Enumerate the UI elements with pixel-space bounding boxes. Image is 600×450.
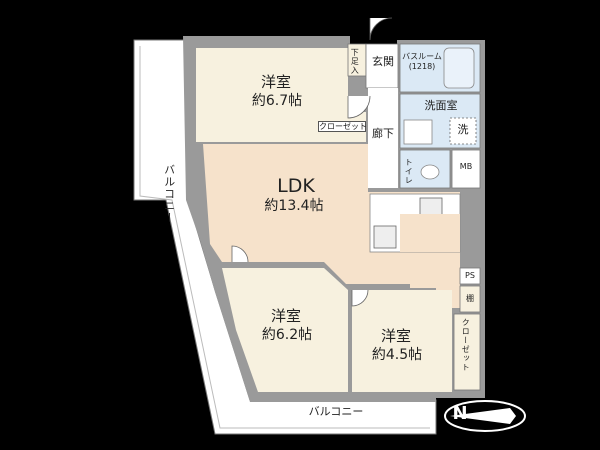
door-swing: [369, 17, 393, 41]
balcony-rail: [139, 46, 430, 429]
washroom-label: 洗面室: [424, 99, 458, 112]
ps-area: [459, 267, 481, 285]
kitchen-island: [400, 214, 460, 252]
hallway-area: [368, 88, 398, 188]
bathroom-label: バスルーム: [402, 52, 442, 61]
closet-top-label: クローゼット: [318, 121, 367, 133]
mb-area: [451, 149, 481, 189]
room-western-3-name: 洋室: [380, 327, 411, 345]
room-western-2-name: 洋室: [270, 307, 301, 325]
room-western-1-size: 約6.7帖: [251, 93, 303, 109]
room-ldk: [203, 144, 460, 308]
entrance-label: 玄関: [372, 55, 394, 68]
balcony-left-label: バルコニー: [162, 164, 176, 224]
kitchen-sink: [373, 225, 397, 249]
room-ldk-size: 約13.4帖: [264, 198, 324, 214]
toilet-label: トイレ: [404, 158, 414, 185]
room-ldk-name: LDK: [277, 175, 315, 197]
mb-label: MB: [459, 162, 473, 171]
room-western-3-size: 約4.5帖: [371, 347, 423, 363]
washer-label: 洗: [457, 123, 469, 136]
door-swing: [347, 95, 371, 119]
washer-space: [449, 117, 477, 145]
compass-north-letter: N: [452, 403, 468, 424]
toilet-bowl: [420, 164, 440, 180]
closet-right-label: クローゼット: [461, 318, 471, 372]
shoe-storage-label: 下足入: [350, 48, 360, 75]
room-western-2: [222, 268, 348, 392]
bathroom-size-label: (1218): [408, 62, 436, 71]
room-western-3: [352, 290, 452, 392]
ps-label: PS: [465, 271, 475, 280]
compass-ring: [444, 400, 526, 432]
door-swing: [231, 245, 249, 263]
room-western-2-size: 約6.2帖: [261, 327, 313, 343]
bathtub: [443, 47, 475, 89]
door-swing: [351, 289, 369, 307]
compass-arrow-icon: [450, 408, 516, 424]
hallway-label: 廊下: [372, 127, 394, 140]
balcony-bottom-label: バルコニー: [308, 405, 364, 418]
shelf-label: 棚: [466, 294, 474, 303]
kitchen-cooktop: [419, 197, 443, 217]
shelf-area: [459, 285, 481, 313]
closet-right-area: [453, 313, 481, 391]
room-western-1-name: 洋室: [260, 73, 291, 91]
sink: [403, 119, 433, 145]
